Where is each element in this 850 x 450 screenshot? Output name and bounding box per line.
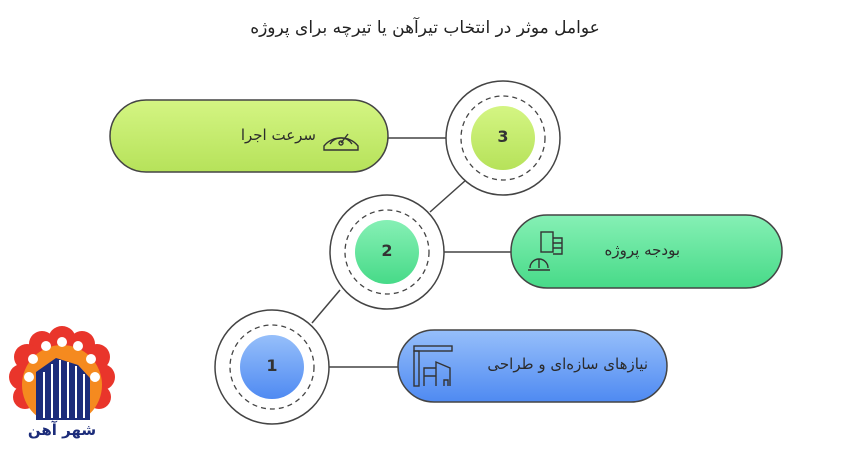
step-2-label: بودجه پروژه [604, 241, 680, 259]
step-2-number: 2 [381, 241, 393, 260]
step-1-label: نیازهای سازه‌ای و طراحی [487, 355, 648, 373]
blueprint-building-icon [413, 345, 453, 387]
connector-line [311, 289, 341, 324]
step-1-circle [214, 309, 330, 425]
diagram-title: عوامل موثر در انتخاب تیرآهن یا تیرچه برا… [250, 18, 600, 38]
step-3-label: سرعت اجرا [240, 126, 316, 144]
step-1-number: 1 [266, 356, 278, 375]
logo-text: شهر آهن [27, 421, 97, 439]
connector-line [429, 179, 467, 213]
step-2-circle [329, 194, 445, 310]
step-3-number: 3 [497, 127, 509, 146]
logo [9, 326, 115, 440]
step-2-pill [510, 214, 783, 289]
step-3-circle [445, 80, 561, 196]
construction-budget-icon [528, 231, 563, 271]
step-3-pill [109, 99, 389, 173]
speedometer-icon [323, 133, 359, 151]
step-1-pill [397, 329, 668, 403]
